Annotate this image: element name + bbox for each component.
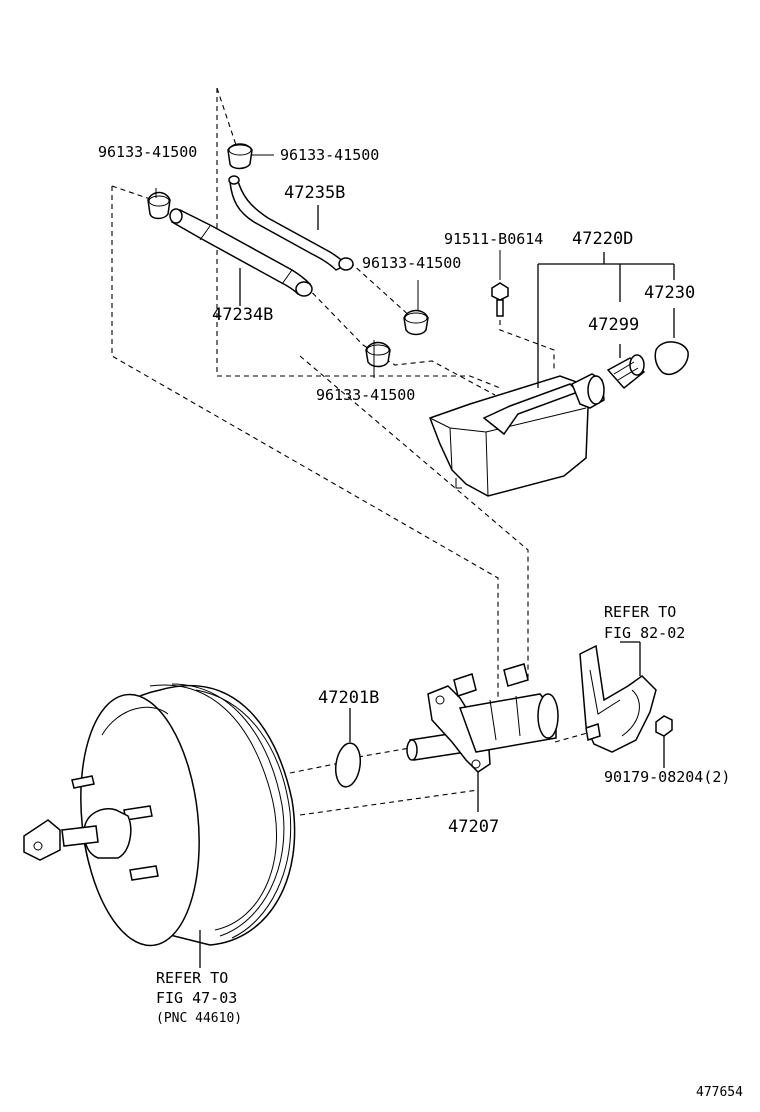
label-refer-booster-3: (PNC 44610) [156,1011,242,1026]
label-bolt[interactable]: 91511-B0614 [444,230,543,248]
label-gasket[interactable]: 47201B [318,688,379,708]
clip-mid-icon[interactable] [403,280,429,336]
label-strainer[interactable]: 47299 [588,315,639,335]
strainer-icon[interactable] [606,354,646,390]
label-reservoir[interactable]: 47220D [572,229,633,249]
part-labels: 96133-41500 96133-41500 47235B 47234B 91… [98,143,743,1100]
label-hose-upper[interactable]: 47235B [284,183,345,203]
hose-47235b[interactable] [228,175,354,271]
leader-lines-upper [239,205,675,388]
label-nut[interactable]: 90179-08204(2) [604,768,730,786]
label-refer-booster-2[interactable]: FIG 47-03 [156,989,237,1007]
nut-icon[interactable] [655,715,673,768]
label-refer-bracket-2[interactable]: FIG 82-02 [604,624,685,642]
gasket-o-ring-icon[interactable] [333,708,363,788]
brake-booster[interactable] [23,683,296,968]
label-master-cylinder[interactable]: 47207 [448,817,499,837]
label-clip-top-left[interactable]: 96133-41500 [98,143,197,161]
reservoir-cap-icon[interactable] [654,341,689,375]
label-cap[interactable]: 47230 [644,283,695,303]
reservoir-tank[interactable] [429,373,605,497]
bolt-icon[interactable] [491,250,509,317]
label-clip-low[interactable]: 96133-41500 [316,386,415,404]
label-refer-bracket-1[interactable]: REFER TO [604,603,676,621]
master-cylinder[interactable] [406,663,559,812]
clip-upper-icon[interactable] [227,143,274,170]
drawing-number: 477654 [696,1085,743,1100]
clip-low-icon[interactable] [365,340,391,378]
label-hose-lower[interactable]: 47234B [212,305,273,325]
label-clip-top-right[interactable]: 96133-41500 [280,146,379,164]
label-clip-mid[interactable]: 96133-41500 [362,254,461,272]
clip-left-icon[interactable] [147,188,171,220]
label-refer-booster-1[interactable]: REFER TO [156,969,228,987]
hose-47234b[interactable] [169,208,313,297]
mounting-bracket[interactable] [579,641,657,753]
